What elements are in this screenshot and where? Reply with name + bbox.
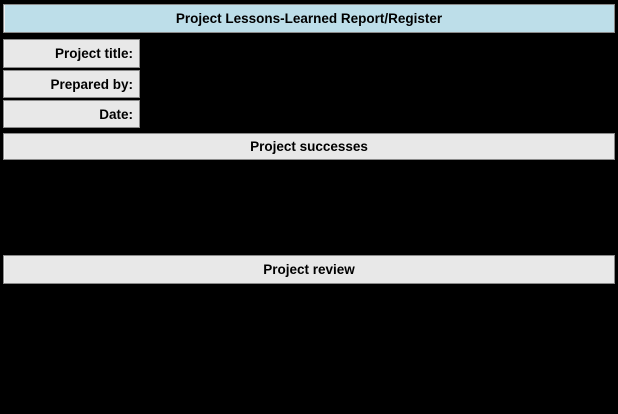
form-title-bar: Project Lessons-Learned Report/Register (3, 4, 615, 33)
field-label-date: Date: (3, 100, 140, 128)
prepared-by-input-area[interactable] (140, 70, 615, 98)
project-title-input-area[interactable] (140, 39, 615, 68)
field-label-project-title: Project title: (3, 39, 140, 68)
field-label-prepared-by: Prepared by: (3, 70, 140, 98)
section-heading-project-review: Project review (3, 255, 615, 284)
section-heading-project-successes: Project successes (3, 133, 615, 160)
project-review-content-area[interactable] (3, 285, 615, 411)
date-input-area[interactable] (140, 100, 615, 128)
project-successes-content-area[interactable] (3, 161, 615, 254)
